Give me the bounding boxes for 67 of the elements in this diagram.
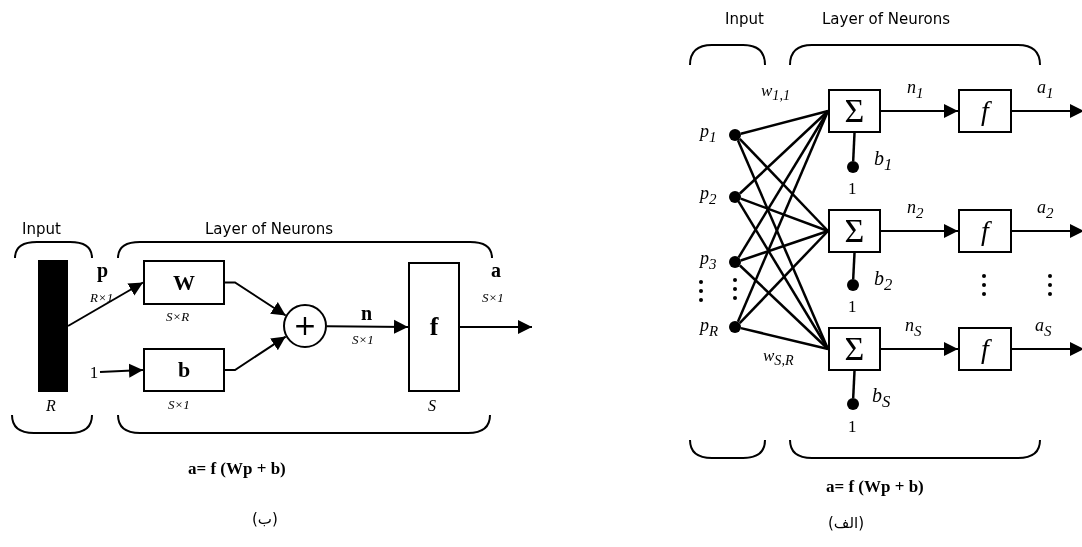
input-label: p$_{3}$ [700,249,717,272]
connection-line [740,109,829,135]
arrow [67,281,144,327]
constant-label: 1 [848,180,857,197]
summation-box: Σ [828,327,881,371]
connection-line [740,229,829,262]
transfer-function-box: f [408,262,460,392]
section-heading: Layer of Neurons [822,12,951,27]
transfer-function-box: f [958,327,1012,371]
arrow [880,342,959,356]
constant-label: 1 [848,418,857,435]
section-heading: Input [725,12,764,27]
arrow [326,319,409,334]
arrow [224,281,287,317]
arrow [880,224,959,238]
connection-line [738,230,829,325]
arrow [1011,342,1082,356]
bias-label: b$_{1}$ [874,148,893,174]
summation-box: Σ [828,89,881,133]
connection-line [740,326,829,351]
connection-line [739,264,829,350]
arrow [1011,224,1082,238]
constant-text: 1 [88,363,100,381]
connection-line [738,137,829,232]
connection-line [851,370,856,399]
size-label: R [46,398,56,414]
input-dot [729,256,741,268]
input-bar [38,260,68,392]
input-label: p$_{1}$ [700,122,717,145]
summation-box: Σ [828,209,881,253]
weight-box: W [143,260,225,305]
input-dot [729,321,741,333]
arrow [224,335,287,371]
bias-label: b$_{2}$ [874,268,893,294]
panel-caption: (الف) [828,516,864,531]
bias-dot [847,279,859,291]
formula-text: a= f (Wp + b) [188,460,286,477]
transfer-function-box: f [958,209,1012,253]
bias-box: b [143,348,225,392]
constant-label: 1 [848,298,857,315]
formula-text: a= f (Wp + b) [826,478,924,495]
dimension-label: S×1 [352,333,374,346]
panel-caption: (ب) [252,512,278,527]
dimension-label: S×1 [168,398,190,411]
bias-dot [847,398,859,410]
summation-circle: + [283,304,327,348]
connection-line [851,252,856,280]
dimension-label: S×1 [482,291,504,304]
input-dot [729,191,741,203]
connection-line [851,132,856,162]
bias-label: b$_{S}$ [872,385,891,411]
arrow [459,320,533,334]
input-label: p$_{R}$ [700,316,719,339]
section-heading: Layer of Neurons [205,222,334,237]
section-heading: Input [22,222,61,237]
connection-line [739,110,829,195]
size-label: S [428,398,436,414]
arrow [880,104,959,118]
arrow [1011,104,1082,118]
bias-dot [847,161,859,173]
input-dot [729,129,741,141]
connection-line [740,197,829,233]
dimension-label: S×R [166,310,190,323]
arrow [99,363,144,378]
transfer-function-box: f [958,89,1012,133]
input-label: p$_{2}$ [700,184,717,207]
dimension-label: R×1 [90,291,114,304]
